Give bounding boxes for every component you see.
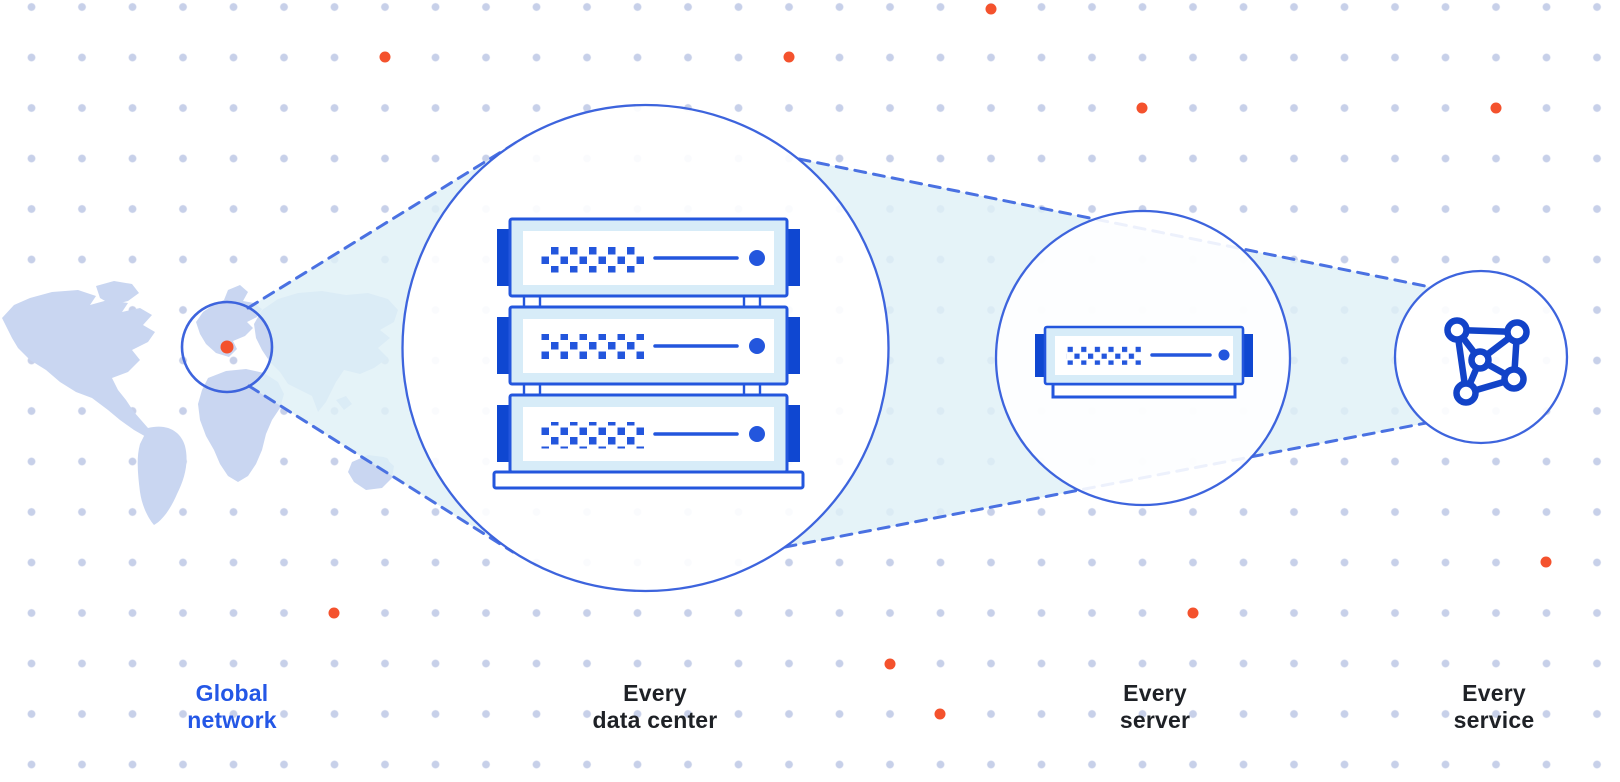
map-africa: [198, 369, 284, 482]
beam-map-to-datacenter: [248, 136, 527, 552]
label-global-network: Global network: [187, 680, 277, 733]
orange-dot: [884, 658, 896, 670]
server-rack-unit: [497, 393, 800, 474]
network-graph-icon: [1444, 317, 1530, 406]
map-south-america: [137, 426, 187, 525]
orange-dot: [985, 3, 997, 15]
orange-dot: [1187, 607, 1199, 619]
label-every-service: Every service: [1453, 680, 1535, 733]
dashed-line-lower-left: [247, 384, 515, 554]
orange-dot: [379, 51, 391, 63]
server-rack-unit: [497, 217, 800, 298]
orange-accent-dots: [328, 3, 1552, 720]
orange-dot: [1136, 102, 1148, 114]
server-unit-icon: [1035, 325, 1253, 399]
server-circle: [994, 209, 1292, 507]
orange-dot: [783, 51, 795, 63]
server-rack-unit: [497, 305, 800, 386]
map-greenland: [96, 281, 139, 305]
lens-circle: [180, 300, 274, 394]
orange-dot: [1540, 556, 1552, 568]
label-every-server: Every server: [1119, 680, 1191, 733]
orange-dot: [1490, 102, 1502, 114]
server-rack-stack-icon: [492, 217, 805, 490]
map-location-marker: [220, 340, 234, 354]
map-europe: [196, 285, 262, 357]
orange-dot: [934, 708, 946, 720]
dashed-line-upper-left: [246, 134, 529, 310]
map-north-america: [2, 290, 156, 438]
datacenter-circle: [401, 103, 890, 593]
service-circle: [1393, 269, 1569, 445]
label-every-data-center: Every data center: [592, 680, 718, 733]
orange-dot: [328, 607, 340, 619]
